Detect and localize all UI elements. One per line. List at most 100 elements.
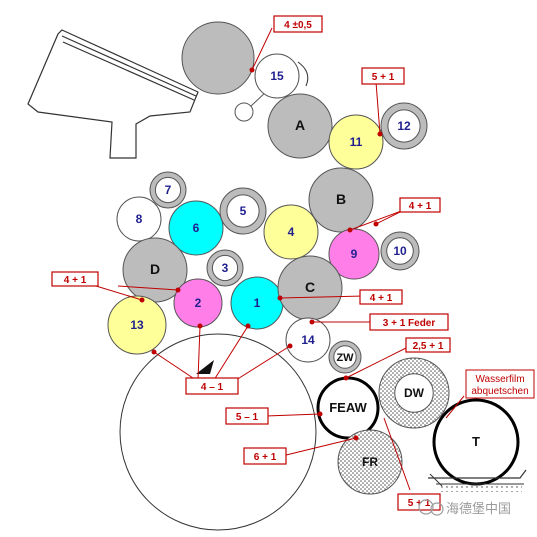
annotation-box: 6 + 1 bbox=[243, 447, 287, 465]
roller-body bbox=[107, 295, 167, 355]
annotation-frame bbox=[361, 67, 405, 85]
roller-14: 14 bbox=[285, 317, 331, 363]
annotation-box: 4 + 1 bbox=[51, 271, 99, 287]
watermark-text: 海德堡中国 bbox=[446, 501, 511, 517]
roller-label: 2 bbox=[195, 296, 202, 310]
roller-10: 10 bbox=[380, 231, 420, 271]
roller-label: 10 bbox=[393, 244, 407, 258]
roller-label: 11 bbox=[350, 135, 363, 149]
roller-a: A bbox=[267, 93, 333, 159]
roller-core bbox=[154, 176, 182, 204]
roller-body bbox=[285, 317, 331, 363]
roller-label: 13 bbox=[130, 318, 144, 332]
ink-fountain-inner-2 bbox=[62, 41, 195, 101]
roller-13: 13 bbox=[107, 295, 167, 355]
roller-body bbox=[116, 196, 162, 242]
wasserfilm-label: Wasserfilm abquetschen bbox=[465, 369, 535, 399]
small-roller bbox=[234, 102, 254, 122]
ink-fountain bbox=[27, 29, 199, 159]
wasserfilm-line1: Wasserfilm bbox=[475, 374, 524, 385]
roller-fr: FR bbox=[337, 429, 403, 495]
roller-label: 6 bbox=[193, 221, 200, 235]
roller-dw: DW bbox=[378, 357, 450, 429]
annotation-text: 4 + 1 bbox=[409, 201, 432, 212]
annotation-frame bbox=[397, 493, 441, 511]
roller-1: 1 bbox=[230, 276, 284, 330]
annotation-frame bbox=[273, 15, 323, 33]
roller-label: D bbox=[150, 261, 160, 277]
annotation-text: 4 + 1 bbox=[370, 293, 393, 304]
roller-5: 5 bbox=[219, 187, 267, 235]
roller-label: 5 bbox=[240, 204, 247, 218]
annotation-frame bbox=[51, 271, 99, 287]
annotation-frame bbox=[359, 289, 403, 305]
roller-r15_big bbox=[181, 21, 255, 95]
roller-4: 4 bbox=[263, 204, 319, 260]
annotation-text: 5 – 1 bbox=[236, 412, 259, 423]
roller-feaw: FEAW bbox=[316, 376, 380, 440]
roller-body bbox=[328, 114, 384, 170]
roller-zw: ZW bbox=[328, 340, 362, 374]
annotation-text: 6 + 1 bbox=[254, 452, 277, 463]
annotation-frame bbox=[405, 337, 451, 353]
annotation-box: 2,5 + 1 bbox=[405, 337, 451, 353]
roller-label: T bbox=[472, 434, 480, 449]
plate-cylinder bbox=[119, 333, 317, 531]
roller-label: A bbox=[295, 117, 305, 133]
annotation-box: 3 + 1 Feder bbox=[369, 313, 449, 331]
roller-11: 11 bbox=[328, 114, 384, 170]
roller-core bbox=[333, 345, 357, 369]
roller-core bbox=[226, 194, 260, 228]
roller-label: 8 bbox=[136, 212, 143, 226]
roller-body bbox=[267, 93, 333, 159]
annotation-box: 5 – 1 bbox=[225, 407, 269, 425]
roller-label: 15 bbox=[270, 69, 284, 83]
annotation-text: 5 + 1 bbox=[372, 72, 395, 83]
roller-7: 7 bbox=[149, 171, 187, 209]
roller-8: 8 bbox=[116, 196, 162, 242]
roller-core bbox=[394, 373, 434, 413]
roller-label: FR bbox=[362, 455, 378, 469]
annotation-box: 5 + 1 bbox=[397, 493, 441, 511]
roller-label: B bbox=[336, 191, 346, 207]
roller-body bbox=[308, 167, 374, 233]
watermark: 海德堡中国 bbox=[418, 499, 511, 517]
roller-2: 2 bbox=[173, 278, 223, 328]
roller-body bbox=[168, 200, 224, 256]
annotation-text: 3 + 1 Feder bbox=[383, 318, 436, 329]
roller-9: 9 bbox=[328, 228, 380, 280]
roller-label: DW bbox=[404, 386, 425, 400]
annotation-box: 4 ±0,5 bbox=[273, 15, 323, 33]
roller-b: B bbox=[308, 167, 374, 233]
roller-label: 14 bbox=[301, 333, 315, 347]
roller-label: 9 bbox=[351, 247, 358, 261]
roller-label: 1 bbox=[254, 296, 261, 310]
roller-body bbox=[181, 21, 255, 95]
roller-body bbox=[263, 204, 319, 260]
roller-t: T bbox=[432, 398, 520, 486]
roller-core bbox=[211, 254, 239, 282]
wasserfilm-line2: abquetschen bbox=[471, 386, 528, 397]
rotation-arrow bbox=[297, 61, 309, 87]
roller-label: FEAW bbox=[329, 400, 367, 415]
roller-core bbox=[387, 109, 421, 143]
annotation-frame bbox=[243, 447, 287, 465]
annotation-box: 5 + 1 bbox=[361, 67, 405, 85]
roller-label: 4 bbox=[288, 225, 295, 239]
plate-cylinder-arrow bbox=[196, 360, 214, 374]
roller-15: 15 bbox=[254, 53, 300, 99]
annotation-box: 4 – 1 bbox=[185, 377, 239, 395]
roller-12: 12 bbox=[380, 102, 428, 150]
annotation-text: 4 – 1 bbox=[201, 382, 224, 393]
roller-body bbox=[337, 429, 403, 495]
annotation-text: 4 ±0,5 bbox=[284, 20, 312, 31]
annotation-frame bbox=[399, 197, 441, 213]
roller-label: 7 bbox=[165, 183, 172, 197]
annotation-text: 5 + 1 bbox=[408, 498, 431, 509]
roller-c: C bbox=[277, 255, 343, 321]
roller-6: 6 bbox=[168, 200, 224, 256]
annotation-text: 4 + 1 bbox=[64, 275, 87, 286]
roller-label: C bbox=[305, 279, 315, 295]
annotation-frame bbox=[225, 407, 269, 425]
